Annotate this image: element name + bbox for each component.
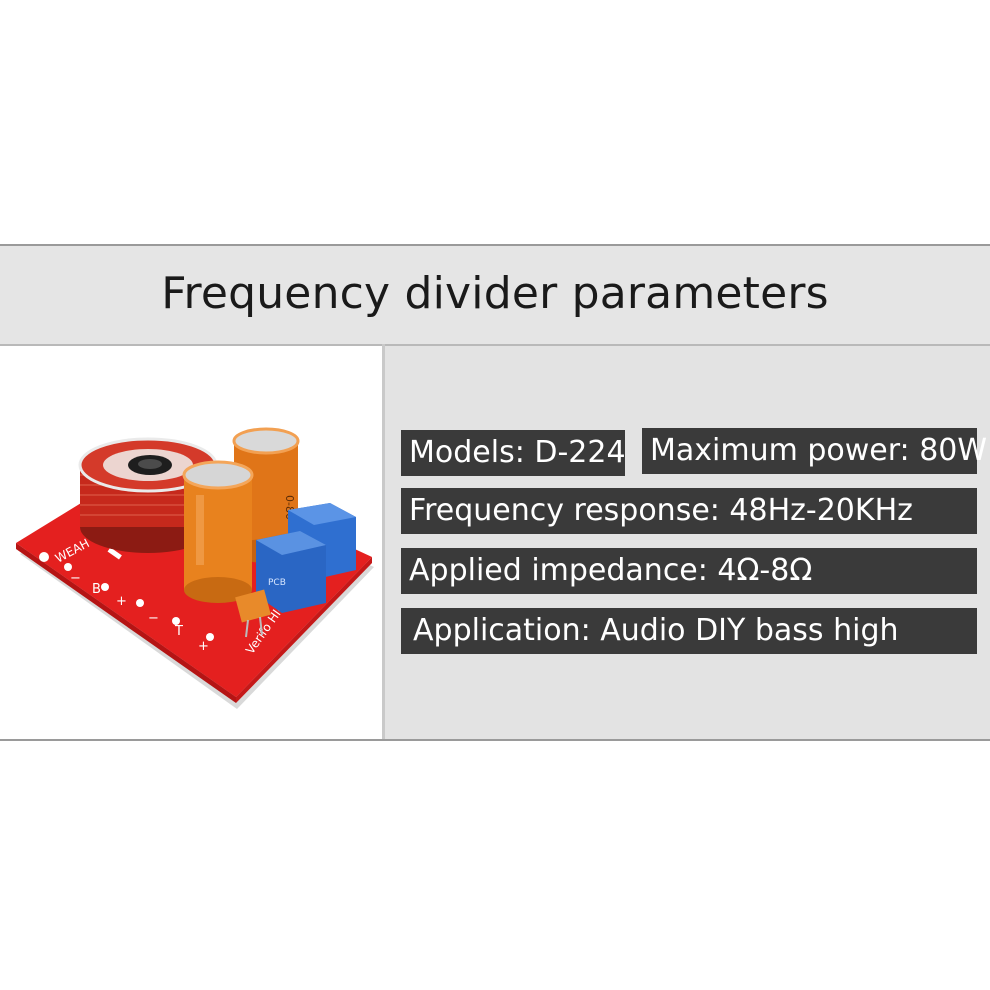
parameters-panel [385,344,990,741]
page-title: Frequency divider parameters [161,268,829,319]
frequency-response-field: Frequency response: 48Hz-20KHz [401,488,977,534]
svg-text:T: T [174,624,183,639]
crossover-board-photo-icon: WEAH Verifo HI-FI − B + − T + 0-80 PCB [16,427,374,709]
divider [0,739,990,741]
svg-text:+: + [116,594,127,609]
models-field: Models: D-224 [401,430,626,476]
svg-text:+: + [198,639,209,654]
svg-text:PCB: PCB [268,578,286,588]
applied-impedance-field: Applied impedance: 4Ω-8Ω [401,548,977,594]
svg-text:−: − [70,571,81,586]
application-field: Application: Audio DIY bass high [401,608,977,654]
max-power-field: Maximum power: 80W [642,428,987,474]
svg-text:−: − [148,611,159,626]
title-banner: Frequency divider parameters [0,244,990,344]
divider [382,344,385,741]
svg-text:B: B [92,582,101,597]
